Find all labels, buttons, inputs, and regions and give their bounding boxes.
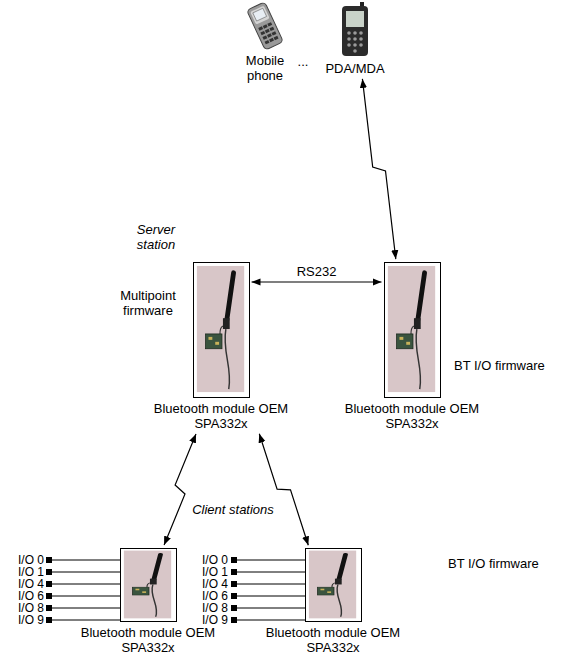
pda-icon: [320, 2, 390, 58]
pin-name: I/O 1: [4, 566, 44, 578]
bt-io-module-node: Bluetooth module OEM SPA332x: [334, 262, 490, 431]
pda-node: PDA/MDA: [317, 2, 393, 76]
pin-name: I/O 9: [4, 614, 44, 626]
ellipsis-label: ...: [290, 54, 316, 69]
wireless-link: [164, 434, 196, 545]
pin-name: I/O 0: [188, 554, 228, 566]
pda-picture: [320, 2, 390, 58]
pin-name: I/O 4: [188, 578, 228, 590]
pin-name: I/O 8: [4, 602, 44, 614]
firmware-note: BT I/O firmware: [448, 556, 556, 571]
link-label: RS232: [295, 264, 339, 279]
firmware-note: BT I/O firmware: [454, 358, 558, 373]
phone-picture: [235, 2, 295, 50]
server-module-node: Bluetooth module OEM SPA332x: [143, 262, 299, 431]
pin-name: I/O 0: [4, 554, 44, 566]
pin-name: I/O 8: [188, 602, 228, 614]
node-caption: Mobile phone: [232, 53, 298, 83]
phone-icon: [235, 2, 295, 50]
pin-name: I/O 6: [4, 590, 44, 602]
module-photo: [194, 263, 249, 397]
node-caption: Bluetooth module OEM SPA332x: [143, 401, 299, 431]
node-caption: Bluetooth module OEM SPA332x: [70, 625, 226, 655]
client-module-node: Bluetooth module OEM SPA332x: [255, 548, 411, 655]
module-photo: [121, 549, 176, 621]
firmware-note: Multipoint firmware: [108, 288, 188, 318]
pin-name: I/O 9: [188, 614, 228, 626]
wireless-link: [259, 434, 308, 546]
module-frame: [193, 262, 250, 398]
node-caption: Bluetooth module OEM SPA332x: [255, 625, 411, 655]
wireless-link: [362, 79, 395, 259]
node-caption: Bluetooth module OEM SPA332x: [334, 401, 490, 431]
serial-link: [252, 281, 382, 282]
pin-name: I/O 6: [188, 590, 228, 602]
group-label: Server station: [126, 222, 186, 252]
module-frame: [384, 262, 441, 398]
mobile-phone-node: Mobile phone: [232, 2, 298, 83]
module-frame: [305, 548, 362, 622]
pin-name: I/O 1: [188, 566, 228, 578]
module-photo: [385, 263, 440, 397]
pin-name: I/O 4: [4, 578, 44, 590]
node-caption: PDA/MDA: [317, 61, 393, 76]
module-photo: [306, 549, 361, 621]
group-label: Client stations: [186, 502, 280, 517]
module-frame: [120, 548, 177, 622]
